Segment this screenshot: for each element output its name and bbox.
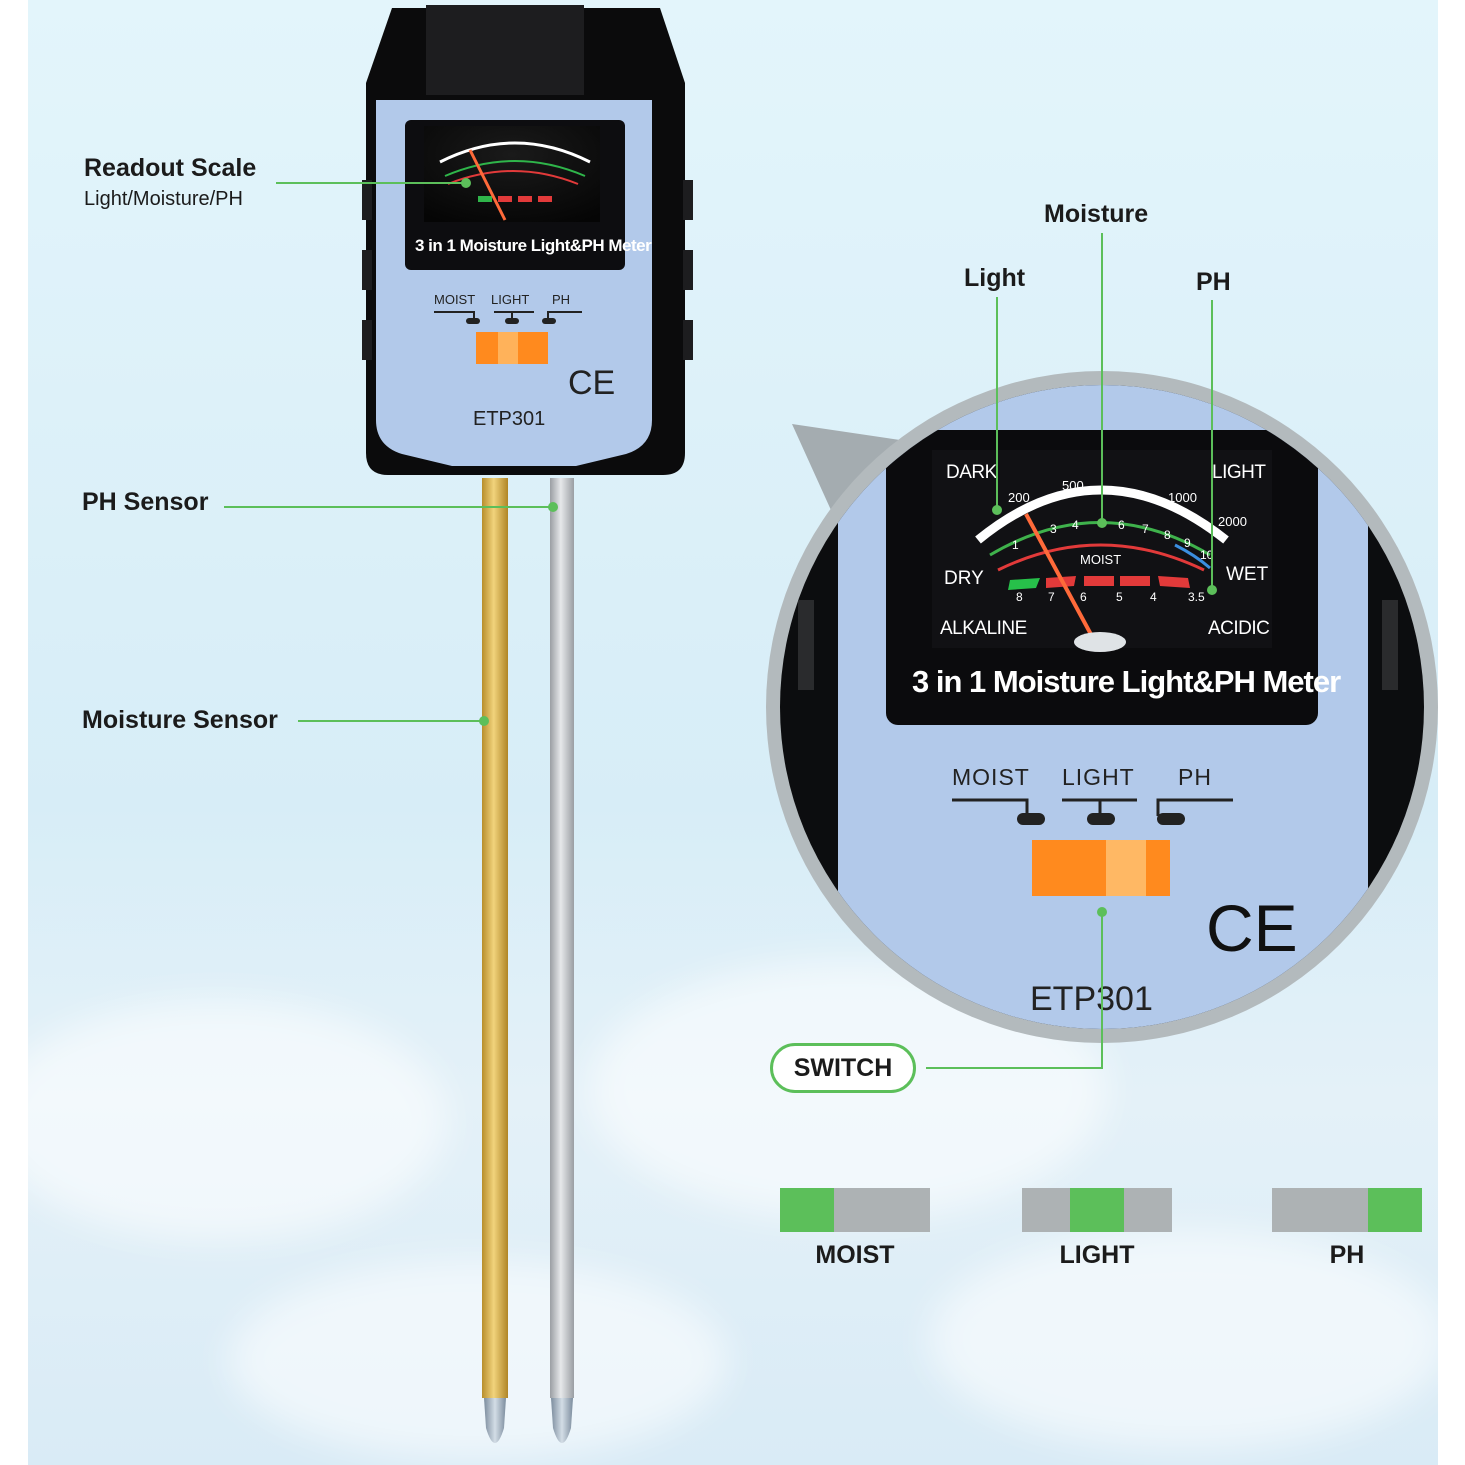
switch-label-light-small: LIGHT <box>491 292 530 307</box>
leader-line <box>926 1067 1102 1069</box>
callout-ph: PH <box>1196 268 1231 296</box>
leader-line <box>1211 300 1213 590</box>
legend-label-ph: PH <box>1329 1241 1365 1269</box>
cloud <box>928 1230 1438 1450</box>
leader-dot <box>479 716 489 726</box>
dial-wet-label: WET <box>1226 564 1269 585</box>
switch-label-ph-zoom: PH <box>1178 764 1212 790</box>
switch-label-light-zoom: LIGHT <box>1062 764 1135 790</box>
model-label-small: ETP301 <box>473 408 546 430</box>
ce-mark-small: CE <box>568 364 616 402</box>
ph-probe-tip <box>551 1398 573 1443</box>
leader-dot <box>461 178 471 188</box>
legend-bar-ph <box>1272 1188 1422 1232</box>
dial-moist-tick: 3 <box>1050 522 1057 536</box>
dial-ph-tick: 8 <box>1016 590 1023 604</box>
leader-line <box>1101 912 1103 1069</box>
legend-bar-moist <box>780 1188 930 1232</box>
leader-dot <box>548 502 558 512</box>
dial-moist-tick: 10 <box>1200 548 1214 562</box>
switch-label-moist-zoom: MOIST <box>952 764 1030 790</box>
leader-dot <box>1097 518 1107 528</box>
callout-moisture: Moisture <box>1044 200 1149 228</box>
dial-moist-tick: 9 <box>1184 536 1191 550</box>
dial-dark-label: DARK <box>946 462 997 483</box>
dial-moist-tick: 8 <box>1164 528 1171 542</box>
moisture-probe-tip <box>484 1398 506 1443</box>
dial-moist-tick: 7 <box>1142 522 1149 536</box>
legend-label-light: LIGHT <box>1059 1241 1135 1269</box>
switch-slider-zoom <box>1032 840 1170 896</box>
dial-ph-tick: 3.5 <box>1188 590 1205 604</box>
dial-dry-label: DRY <box>944 568 984 589</box>
dial-light-tick: 1000 <box>1168 490 1197 505</box>
leader-line <box>224 506 552 508</box>
dial-acidic-label: ACIDIC <box>1208 618 1270 639</box>
dial-ph-tick: 5 <box>1116 590 1123 604</box>
callout-switch: SWITCH <box>770 1043 916 1093</box>
dial-ph-tick: 6 <box>1080 590 1087 604</box>
cloud <box>228 1260 728 1460</box>
leader-line <box>298 720 484 722</box>
moisture-probe <box>482 478 508 1398</box>
ce-mark-zoom: CE <box>1206 891 1298 965</box>
leader-dot <box>1097 907 1107 917</box>
callout-readout-scale-sub: Light/Moisture/PH <box>84 188 243 210</box>
dial-light-tick: 500 <box>1062 478 1084 493</box>
dial-ph-tick: 7 <box>1048 590 1055 604</box>
meter-title-small: 3 in 1 Moisture Light&PH Meter <box>415 236 652 255</box>
ph-probe <box>550 478 574 1398</box>
dial-moist-label: MOIST <box>1080 552 1122 567</box>
legend-label-moist: MOIST <box>815 1241 895 1269</box>
dial-light-tick: 2000 <box>1218 514 1247 529</box>
dial-alkaline-label: ALKALINE <box>940 618 1027 639</box>
dial-moist-tick: 1 <box>1012 538 1019 552</box>
legend-bar-light <box>1022 1188 1172 1232</box>
callout-ph-sensor: PH Sensor <box>82 488 209 516</box>
dial-light-label: LIGHT <box>1212 462 1266 483</box>
dial-ph-tick: 4 <box>1150 590 1157 604</box>
dial-light-tick: 200 <box>1008 490 1030 505</box>
leader-line <box>1101 233 1103 523</box>
switch-label-ph-small: PH <box>552 292 571 307</box>
leader-dot <box>992 505 1002 515</box>
model-label-zoom: ETP301 <box>1030 980 1153 1018</box>
dial-moist-tick: 6 <box>1118 518 1125 532</box>
leader-line <box>276 182 466 184</box>
switch-label-moist-small: MOIST <box>434 292 476 307</box>
callout-moisture-sensor: Moisture Sensor <box>82 706 278 734</box>
callout-light: Light <box>964 264 1026 292</box>
meter-title-zoom: 3 in 1 Moisture Light&PH Meter <box>912 664 1341 699</box>
leader-line <box>996 297 998 509</box>
leader-dot <box>1207 585 1217 595</box>
dial-moist-tick: 4 <box>1072 518 1079 532</box>
cloud <box>28 1000 448 1240</box>
callout-readout-scale: Readout Scale <box>84 154 257 182</box>
